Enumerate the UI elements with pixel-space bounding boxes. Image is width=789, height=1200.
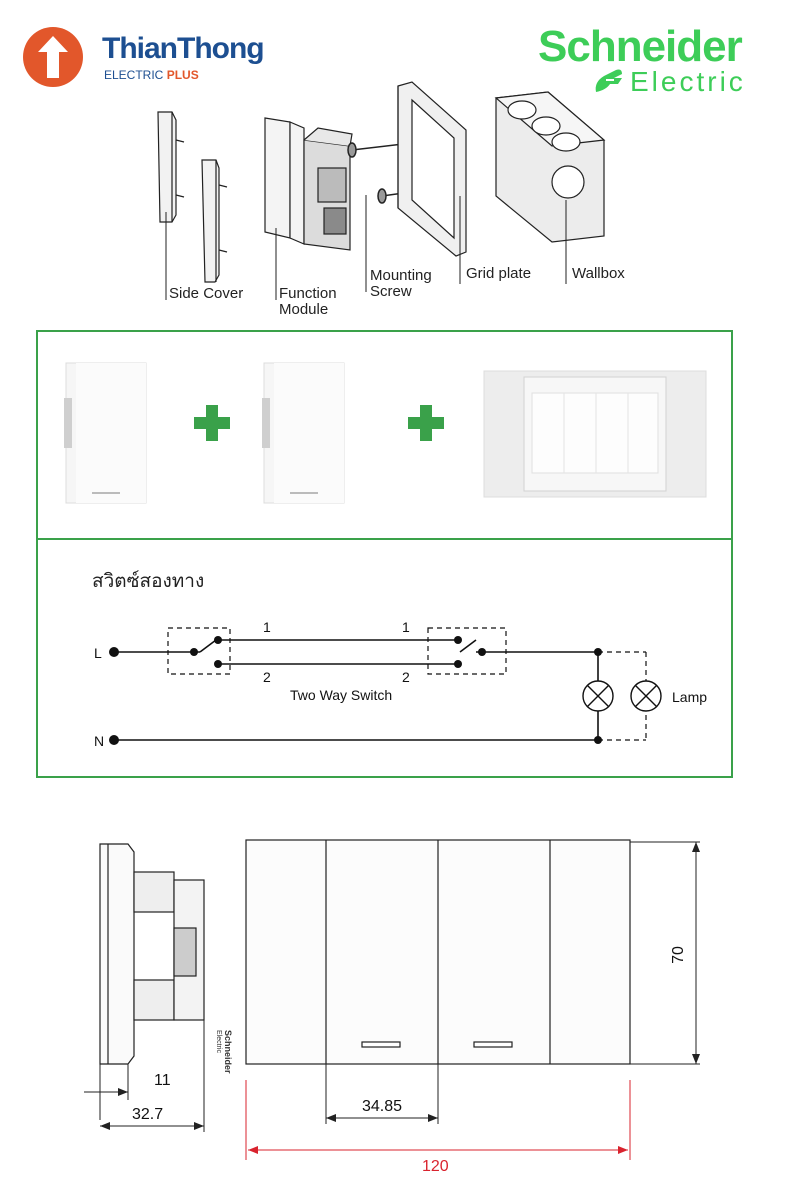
thianthong-sub: ELECTRIC PLUS [104, 68, 199, 82]
wiring-terminal-2a: 2 [263, 669, 271, 685]
thianthong-sub-prefix: ELECTRIC [104, 68, 167, 82]
dimension-120-line [245, 1080, 631, 1160]
function-module-drawing [264, 117, 353, 251]
exploded-view-illustration [157, 81, 606, 300]
dimension-drawing [84, 839, 700, 1160]
plus-icon-1 [194, 405, 230, 441]
thianthong-sub-accent: PLUS [166, 68, 199, 82]
side-view-drawing [99, 843, 205, 1065]
thianthong-name: ThianThong [102, 32, 265, 65]
wallbox-drawing [494, 91, 606, 243]
switch-box-1 [167, 627, 231, 675]
plus-icon-2 [408, 405, 444, 441]
wiring-lamp-label: Lamp [672, 689, 708, 705]
wiring-terminal-2b: 2 [402, 669, 410, 685]
label-grid-plate: Grid plate [466, 265, 532, 282]
switch-lever-1 [199, 639, 217, 653]
wiring-terminal-1b: 1 [402, 619, 410, 635]
schneider-sub: Electric [630, 66, 746, 97]
components-frame [36, 330, 733, 778]
label-wallbox: Wallbox [572, 265, 625, 282]
dim-120: 120 [422, 1158, 449, 1175]
lamp-icon-2 [630, 680, 662, 712]
dim-34-85: 34.85 [362, 1098, 403, 1115]
dimension-lines [84, 841, 700, 1132]
front-view-drawing [245, 839, 631, 1065]
grid-plate-drawing [397, 81, 467, 257]
node-N [109, 735, 119, 745]
label-function: Function [279, 285, 337, 302]
lamp-icon-1 [582, 680, 614, 712]
plate-logo: Schneider Electric [214, 1030, 233, 1074]
wiring-label-L: L [94, 645, 102, 661]
schneider-logo: Schneider Electric [534, 22, 774, 97]
plate-logo-sub: Electric [215, 1030, 222, 1053]
wiring-caption: Two Way Switch [290, 687, 393, 703]
wiring-title: สวิตซ์สองทาง [92, 570, 205, 592]
node-L [109, 647, 119, 657]
leader-lines [165, 195, 567, 300]
frame-divider [36, 538, 733, 540]
thianthong-logo: ThianThong ELECTRIC PLUS [22, 26, 282, 88]
switch-module-2 [262, 362, 345, 504]
label-mounting: Mounting [370, 267, 432, 284]
thianthong-arrow-icon [23, 27, 83, 87]
dim-70: 70 [669, 946, 687, 964]
wiring-terminal-1a: 1 [263, 619, 271, 635]
schneider-name: Schneider [538, 22, 743, 71]
switch-module-1 [64, 362, 147, 504]
wiring-label-N: N [94, 733, 105, 749]
wiring-diagram [109, 627, 662, 745]
plate-logo-name: Schneider [223, 1030, 233, 1074]
label-screw: Screw [370, 283, 412, 300]
product-row [64, 362, 707, 504]
switch-lever-2 [459, 639, 477, 653]
label-module: Module [279, 301, 329, 318]
dim-11: 11 [154, 1072, 171, 1089]
schneider-mark-icon [595, 69, 622, 92]
dim-32-7: 32.7 [132, 1106, 164, 1123]
side-cover-drawing [157, 111, 228, 283]
label-side-cover: Side Cover [169, 285, 244, 302]
switch-box-2 [427, 627, 507, 675]
cover-frame [483, 370, 707, 498]
